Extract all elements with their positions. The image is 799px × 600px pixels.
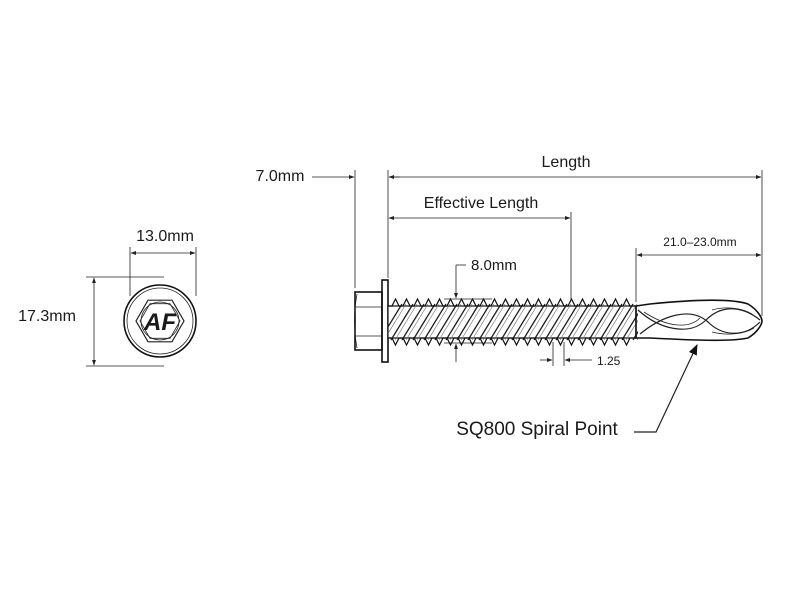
washer-outer-circle [123,284,197,358]
thread-helix-line [423,303,447,341]
thread-helix-line [522,303,546,341]
hex-head-inner [139,303,181,339]
effective-length-label: Effective Length [424,195,538,212]
thread-helix-line [577,303,601,341]
thread-helix-shade [515,303,539,341]
thread-helix-shade [614,303,638,341]
thread-helix-line [388,303,403,329]
thread-helix-shade [388,303,407,335]
thread-helix-line [610,303,634,341]
drill-point-label: 21.0–23.0mm [663,235,736,249]
thread-helix-line [478,303,502,341]
thread-helix-shade [416,303,440,341]
thread-helix-shade [603,303,627,341]
thread-helix-line [434,303,458,341]
head-face-circle [140,301,180,341]
thread-helix-shade [548,303,572,341]
width-label: 13.0mm [136,228,194,245]
thread-helix-shade [449,303,473,341]
thread-helix-shade [493,303,517,341]
spiral-point-callout: SQ800 Spiral Point [456,344,698,440]
thread-tooth-profile [388,297,636,307]
thread-tooth-profile [388,337,636,347]
screw-side-view [354,279,763,363]
thread-helix-line [390,303,414,341]
thread-helix-shade [460,303,484,341]
head-end-view: AF 13.0mm 17.3mm [18,228,197,367]
thread-helix-line [599,303,623,341]
thread-helix-line [621,312,638,341]
thread-helix-line [445,303,469,341]
thread-helix-shade [581,303,605,341]
side-view-dimensions: 7.0mm Length Effective Length 21.0–23.0m… [256,154,763,368]
thread-helix-shade [471,303,495,341]
length-label: Length [542,154,591,171]
thread-helix-shade [625,319,638,341]
thread-diameter-label: 8.0mm [471,257,517,274]
thread-helix-line [500,303,524,341]
washer-side [381,279,389,363]
thread-helix-shade [427,303,451,341]
thread-helix-shade [394,303,418,341]
thread-helix-line [555,303,579,341]
thread-helix-lines [388,303,681,341]
thread-helix-shade [659,304,681,340]
thread-helix-shade [537,303,561,341]
head-height-label: 7.0mm [256,168,305,185]
height-label: 17.3mm [18,308,76,325]
thread-helix-line [588,303,612,341]
thread-helix-shade [592,303,616,341]
thread-helix-shade [405,303,429,341]
thread-helix-shade [438,303,462,341]
spiral-point-label: SQ800 Spiral Point [456,419,618,440]
logo-mark: AF [143,309,177,336]
thread-helix-shade [504,303,528,341]
drill-point [635,299,763,342]
hex-head-chamfer [354,293,358,349]
thread-helix-line [489,303,513,341]
thread-helix-shade [559,303,583,341]
callout-leader [634,344,698,433]
thread-helix-line [566,303,590,341]
thread-helix-shade [526,303,550,341]
thread-helix-shade [482,303,506,341]
thread-helix-line [412,303,436,341]
thread-helix-line [456,303,480,341]
thread-helix-shade [570,303,594,341]
thread-helix-line [544,303,568,341]
thread-helix-line [533,303,557,341]
thread-teeth [388,297,636,347]
thread-helix-line [467,303,491,341]
hex-head-side [354,291,383,351]
pitch-label: 1.25 [597,354,621,368]
washer-inner-circle [126,287,194,355]
thread-helix-line [511,303,535,341]
thread-helix-line [401,303,425,341]
hex-head-outline [135,299,185,343]
